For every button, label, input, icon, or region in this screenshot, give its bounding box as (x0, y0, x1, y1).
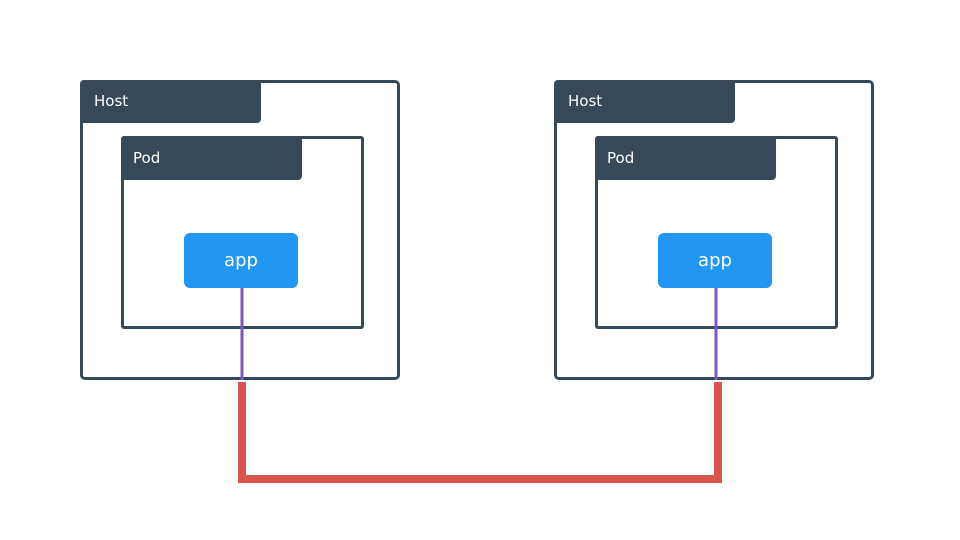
pod-label: Pod (595, 136, 776, 180)
host-right: Host Pod app (554, 80, 874, 380)
pod-left: Pod app (121, 136, 364, 329)
pod-right: Pod app (595, 136, 838, 329)
host-label: Host (554, 80, 735, 123)
link-outer (238, 382, 722, 483)
host-label: Host (80, 80, 261, 123)
app-box: app (184, 233, 298, 288)
host-left: Host Pod app (80, 80, 400, 380)
app-box: app (658, 233, 772, 288)
pod-label: Pod (121, 136, 302, 180)
